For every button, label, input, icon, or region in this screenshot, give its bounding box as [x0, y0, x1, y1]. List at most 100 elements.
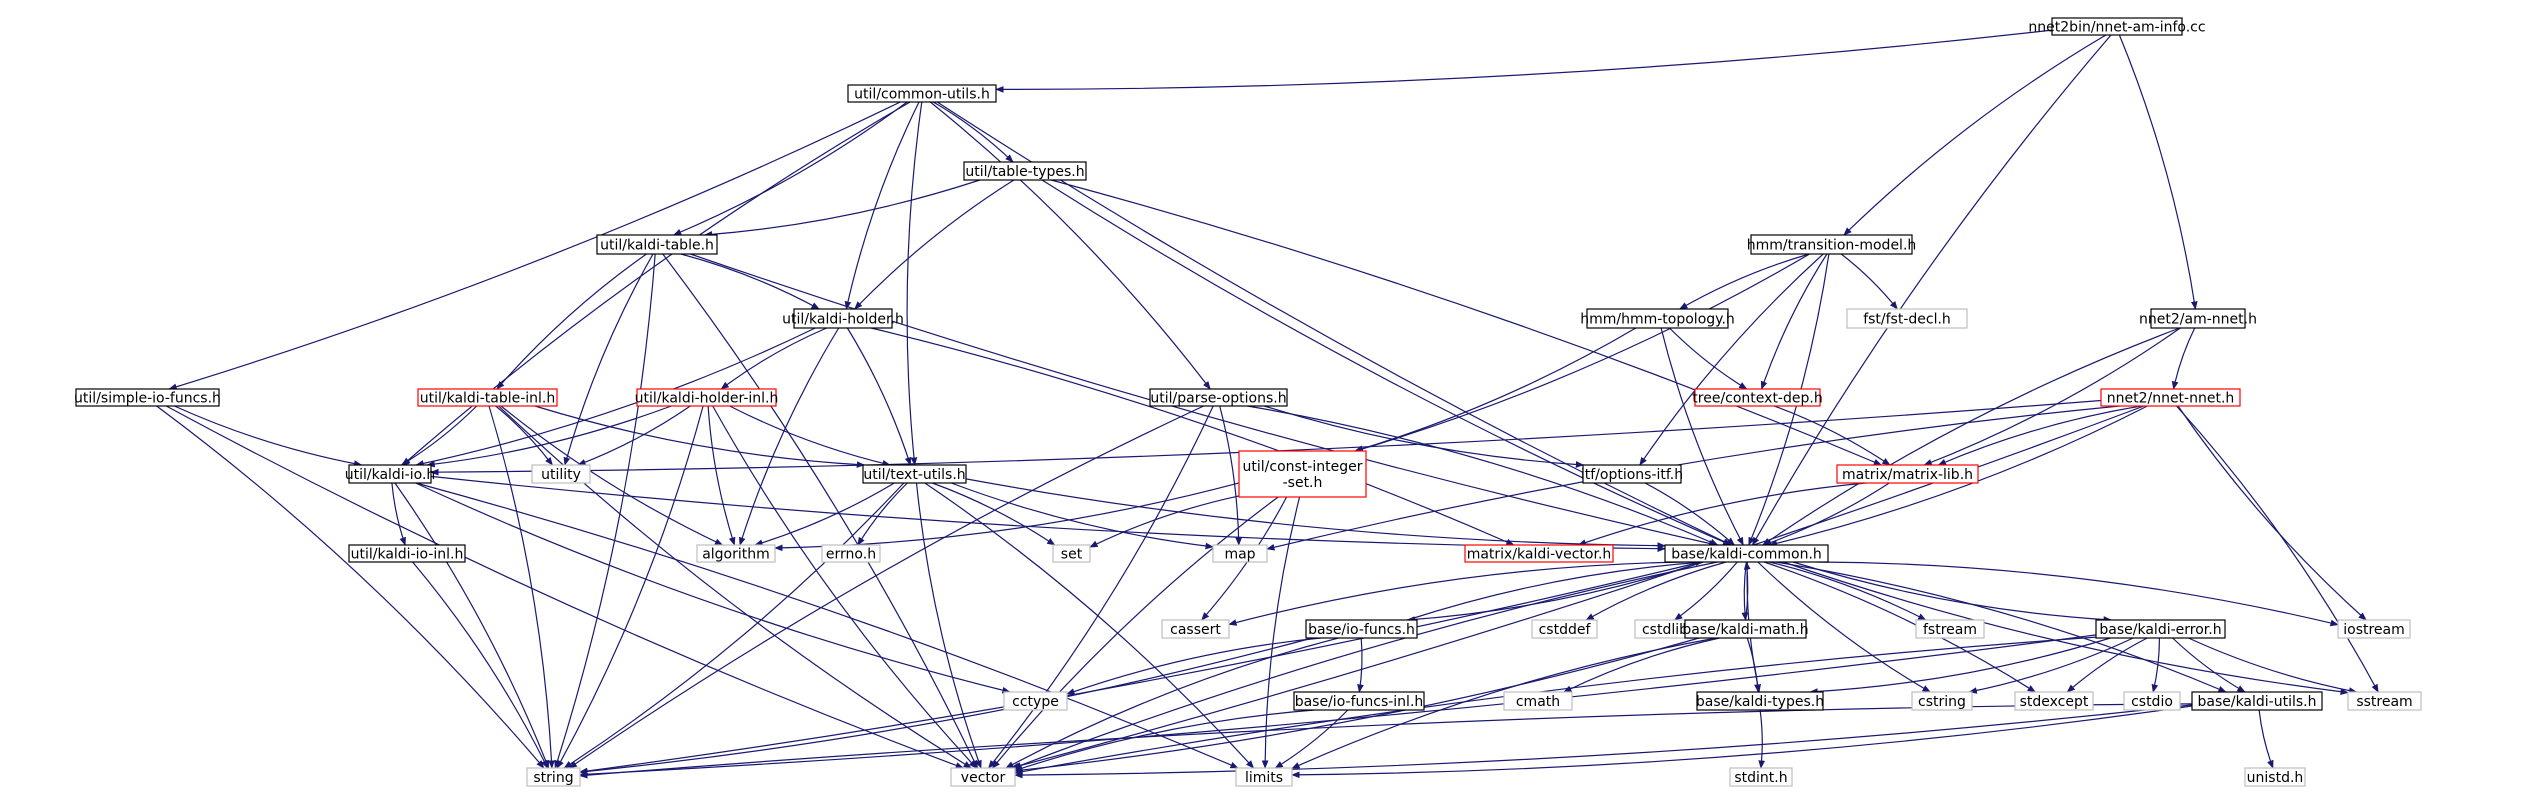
- edge-cdep-to-ml: [1773, 405, 1891, 466]
- node-po[interactable]: util/parse-options.h: [1149, 388, 1288, 407]
- edge-cu-to-kio: [401, 101, 911, 466]
- edge-ke-to-ktypes: [1809, 637, 2111, 695]
- node-cdep-label: tree/context-dep.h: [1692, 391, 1822, 407]
- node-ml-label: matrix/matrix-lib.h: [1842, 467, 1973, 483]
- edge-kc-to-cstdlib: [1674, 561, 1738, 621]
- node-errno-label: errno.h: [826, 547, 876, 563]
- edge-kti-to-utility: [495, 405, 553, 466]
- edge-txt-to-errno: [857, 482, 908, 546]
- node-sstream-label: sstream: [2356, 694, 2412, 710]
- node-txt[interactable]: util/text-utils.h: [862, 464, 967, 484]
- node-ml[interactable]: matrix/matrix-lib.h: [1836, 464, 1979, 484]
- node-kioi-box: [348, 544, 466, 563]
- node-cstring: cstring: [1911, 691, 1973, 711]
- node-fst: fst/fst-decl.h: [1846, 308, 1968, 329]
- node-itf[interactable]: itf/options-itf.h: [1581, 464, 1683, 484]
- edge-cu-to-kh: [844, 101, 920, 310]
- edge-kc-to-ke: [1792, 561, 2112, 623]
- node-kti-label: util/kaldi-table-inl.h: [420, 391, 556, 407]
- node-cassert-box: [1161, 619, 1230, 639]
- node-cassert-label: cassert: [1170, 622, 1221, 638]
- edge-khi-to-string: [556, 405, 704, 769]
- edge-kc-to-string: [579, 561, 1702, 775]
- edge-ku-to-vector: [1014, 704, 2193, 779]
- node-ku[interactable]: base/kaldi-utils.h: [2191, 691, 2323, 711]
- edge-kc-to-fstream: [1769, 561, 1927, 621]
- node-map-label: map: [1224, 547, 1255, 563]
- node-limits: limits: [1235, 767, 1293, 787]
- node-fst-box: [1846, 308, 1968, 329]
- node-nn-label: nnet2/nnet-nnet.h: [2107, 391, 2235, 407]
- edge-tt-to-kh: [854, 179, 1015, 310]
- node-cassert: cassert: [1161, 619, 1230, 639]
- node-kv-label: matrix/kaldi-vector.h: [1467, 547, 1612, 563]
- node-kc-box: [1664, 544, 1829, 563]
- node-topo[interactable]: hmm/hmm-topology.h: [1580, 308, 1735, 329]
- edge-km-to-vector: [1014, 637, 1700, 774]
- edge-kti-to-string: [488, 405, 555, 769]
- node-iofi[interactable]: base/io-funcs-inl.h: [1293, 691, 1425, 711]
- edge-itf-to-kc: [1644, 482, 1735, 546]
- node-sio[interactable]: util/simple-io-funcs.h: [74, 388, 221, 407]
- edge-txt-to-string: [563, 482, 905, 769]
- edge-topo-to-kc: [1660, 327, 1744, 546]
- edge-kio-to-cctype: [415, 482, 1011, 694]
- node-cstddef: cstddef: [1531, 619, 1598, 639]
- edge-nn-to-ml: [1937, 405, 2142, 466]
- node-khi[interactable]: util/kaldi-holder-inl.h: [635, 388, 779, 407]
- node-root[interactable]: nnet2bin/nnet-am-info.cc: [2028, 17, 2206, 36]
- edge-kti-to-txt: [534, 405, 866, 468]
- node-nn[interactable]: nnet2/nnet-nnet.h: [2100, 388, 2241, 407]
- node-tm[interactable]: hmm/transition-model.h: [1747, 234, 1917, 255]
- node-kti-box: [417, 388, 558, 407]
- node-cstddef-label: cstddef: [1539, 622, 1592, 638]
- edge-txt-to-kc: [965, 478, 1666, 549]
- node-cctype: cctype: [1003, 691, 1068, 711]
- edge-ktypes-to-stdint: [1758, 709, 1766, 769]
- node-kh-box: [793, 308, 893, 329]
- node-ke[interactable]: base/kaldi-error.h: [2095, 619, 2226, 639]
- node-tt[interactable]: util/table-types.h: [963, 161, 1087, 181]
- node-iof[interactable]: base/io-funcs.h: [1305, 619, 1418, 639]
- node-cu[interactable]: util/common-utils.h: [847, 84, 997, 103]
- node-kh[interactable]: util/kaldi-holder.h: [782, 308, 904, 329]
- node-kioi[interactable]: util/kaldi-io-inl.h: [348, 544, 466, 563]
- node-string-box: [526, 767, 581, 787]
- node-khi-label: util/kaldi-holder-inl.h: [635, 391, 779, 407]
- edge-kc-to-cstring: [1757, 561, 1931, 693]
- node-kt-label: util/kaldi-table.h: [600, 238, 714, 254]
- node-algorithm-box: [696, 544, 776, 563]
- edge-kti-to-vector: [498, 405, 972, 769]
- node-kc-label: base/kaldi-common.h: [1671, 547, 1822, 563]
- node-fstream-label: fstream: [1923, 622, 1977, 638]
- edge-kc-to-stdexcept: [1764, 561, 2036, 693]
- edge-kio-to-kioi: [391, 482, 406, 546]
- node-cdep[interactable]: tree/context-dep.h: [1692, 388, 1823, 407]
- node-kv[interactable]: matrix/kaldi-vector.h: [1464, 544, 1614, 563]
- node-cis-label: -set.h: [1283, 475, 1323, 491]
- node-am[interactable]: nnet2/am-nnet.h: [2139, 308, 2257, 329]
- node-km[interactable]: base/kaldi-math.h: [1682, 619, 1809, 639]
- node-kc[interactable]: base/kaldi-common.h: [1664, 544, 1829, 563]
- node-ktypes[interactable]: base/kaldi-types.h: [1696, 691, 1824, 711]
- edge-topo-to-cdep: [1669, 327, 1748, 390]
- node-am-box: [2150, 308, 2246, 329]
- node-kio[interactable]: util/kaldi-io.h: [345, 464, 436, 484]
- node-cstdio: cstdio: [2123, 691, 2181, 711]
- edge-po-to-string: [568, 405, 1204, 769]
- node-ke-box: [2095, 619, 2226, 639]
- node-kt[interactable]: util/kaldi-table.h: [596, 234, 718, 255]
- node-algorithm: algorithm: [696, 544, 776, 563]
- node-vector-box: [950, 767, 1016, 787]
- edge-tm-to-cis: [1354, 253, 1810, 453]
- node-kti[interactable]: util/kaldi-table-inl.h: [417, 388, 558, 407]
- edge-kc-to-cstddef: [1585, 561, 1727, 621]
- edge-ke-to-cstdio: [2151, 637, 2161, 693]
- node-algorithm-label: algorithm: [702, 547, 770, 563]
- edge-ke-to-stdexcept: [2066, 637, 2148, 693]
- node-set: set: [1052, 544, 1091, 563]
- node-cdep-box: [1694, 388, 1821, 407]
- node-cis[interactable]: util/const-integer-set.h: [1238, 450, 1367, 498]
- node-tt-label: util/table-types.h: [965, 164, 1084, 180]
- node-itf-box: [1582, 464, 1682, 484]
